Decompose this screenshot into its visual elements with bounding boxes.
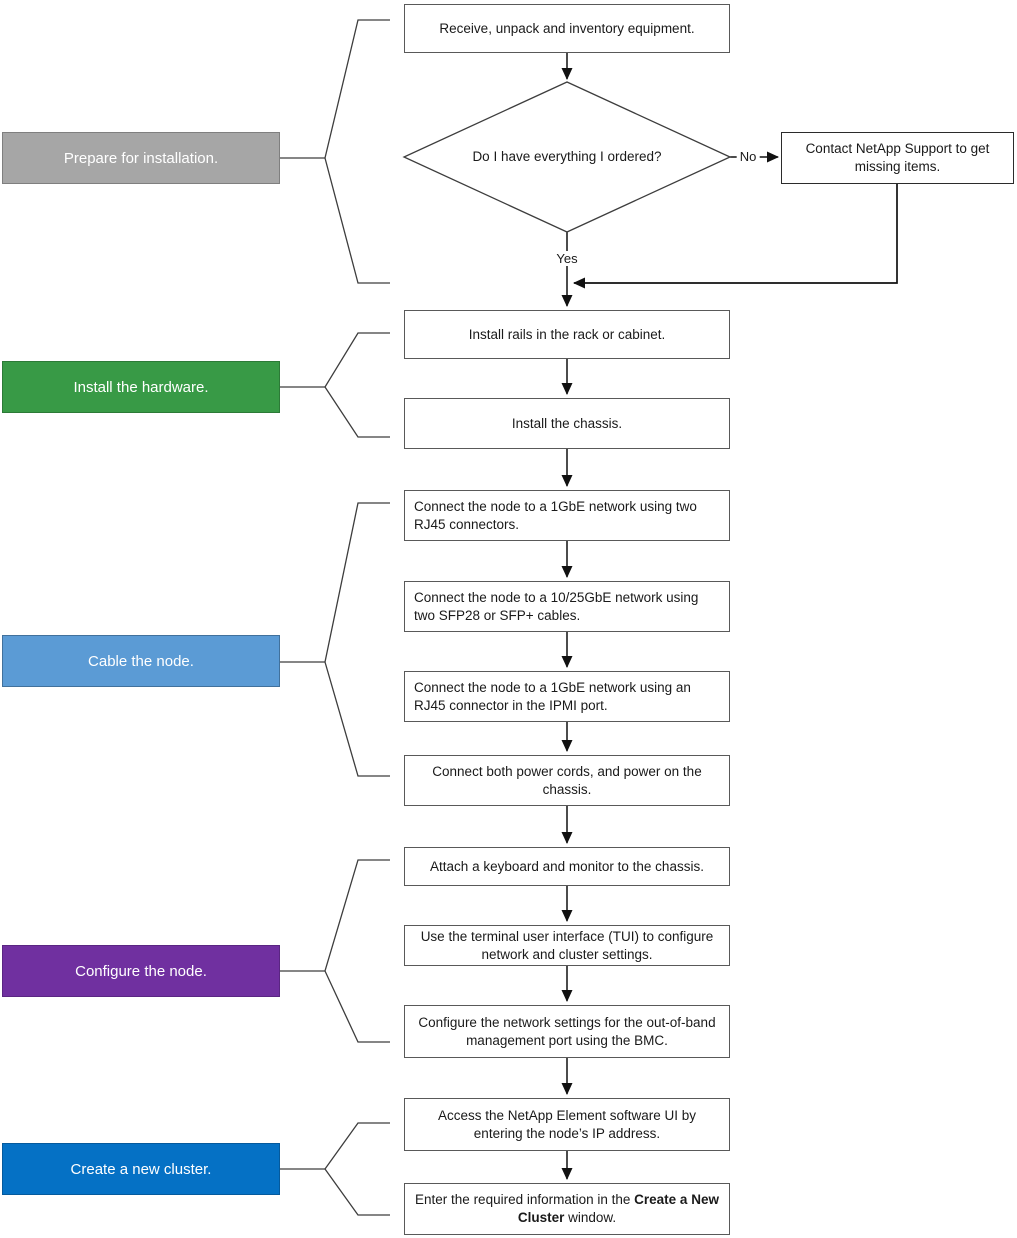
step-box-connect-rj45: Connect the node to a 1GbE network using…	[404, 490, 730, 541]
step-text: Install rails in the rack or cabinet.	[468, 326, 666, 342]
step-text: Use the terminal user interface (TUI) to…	[420, 928, 714, 962]
step-text: Access the NetApp Element software UI by…	[437, 1107, 697, 1141]
step-text: Configure the network settings for the o…	[418, 1014, 716, 1048]
step-box-connect-ipmi: Connect the node to a 1GbE network using…	[404, 671, 730, 722]
decision-diamond	[402, 81, 732, 233]
step-text: Connect both power cords, and power on t…	[432, 763, 702, 797]
support-text: Contact NetApp Support to get missing it…	[805, 140, 990, 174]
phase-label: Configure the node.	[75, 962, 207, 980]
phase-box-prepare: Prepare for installation.	[2, 132, 280, 184]
step-box-receive: Receive, unpack and inventory equipment.	[404, 4, 730, 53]
step-text-suffix: window.	[564, 1210, 617, 1225]
support-box: Contact NetApp Support to get missing it…	[781, 132, 1014, 184]
step-box-bmc: Configure the network settings for the o…	[404, 1005, 730, 1058]
phase-label: Prepare for installation.	[63, 149, 219, 167]
step-text: Receive, unpack and inventory equipment.	[439, 20, 695, 36]
phase-box-configure-node: Configure the node.	[2, 945, 280, 997]
phase-label: Install the hardware.	[73, 378, 209, 396]
decision-question: Do I have everything I ordered?	[472, 149, 662, 164]
phase-box-install-hardware: Install the hardware.	[2, 361, 280, 413]
no-label: No	[736, 149, 760, 164]
step-box-connect-sfp: Connect the node to a 10/25GbE network u…	[404, 581, 730, 632]
phase-label: Cable the node.	[88, 652, 194, 670]
step-box-power-on: Connect both power cords, and power on t…	[404, 755, 730, 806]
step-box-install-chassis: Install the chassis.	[404, 398, 730, 449]
step-text-bold: Create a New Cluster	[517, 1192, 719, 1225]
step-text: Enter the required information in the Cr…	[414, 1191, 720, 1227]
step-box-keyboard-monitor: Attach a keyboard and monitor to the cha…	[404, 847, 730, 886]
step-box-element-ui: Access the NetApp Element software UI by…	[404, 1098, 730, 1151]
step-box-create-cluster-info: Enter the required information in the Cr…	[404, 1183, 730, 1235]
phase-box-create-cluster: Create a new cluster.	[2, 1143, 280, 1195]
yes-label: Yes	[553, 251, 581, 266]
step-text-prefix: Enter the required information in the	[415, 1192, 635, 1208]
phase-label: Create a new cluster.	[70, 1160, 212, 1178]
step-box-install-rails: Install rails in the rack or cabinet.	[404, 310, 730, 359]
step-text: Connect the node to a 10/25GbE network u…	[414, 589, 699, 623]
phase-box-cable-node: Cable the node.	[2, 635, 280, 687]
step-text: Connect the node to a 1GbE network using…	[414, 498, 697, 532]
step-text: Attach a keyboard and monitor to the cha…	[430, 858, 704, 874]
step-text: Connect the node to a 1GbE network using…	[414, 679, 691, 713]
step-box-tui: Use the terminal user interface (TUI) to…	[404, 925, 730, 966]
step-text: Install the chassis.	[511, 415, 623, 431]
